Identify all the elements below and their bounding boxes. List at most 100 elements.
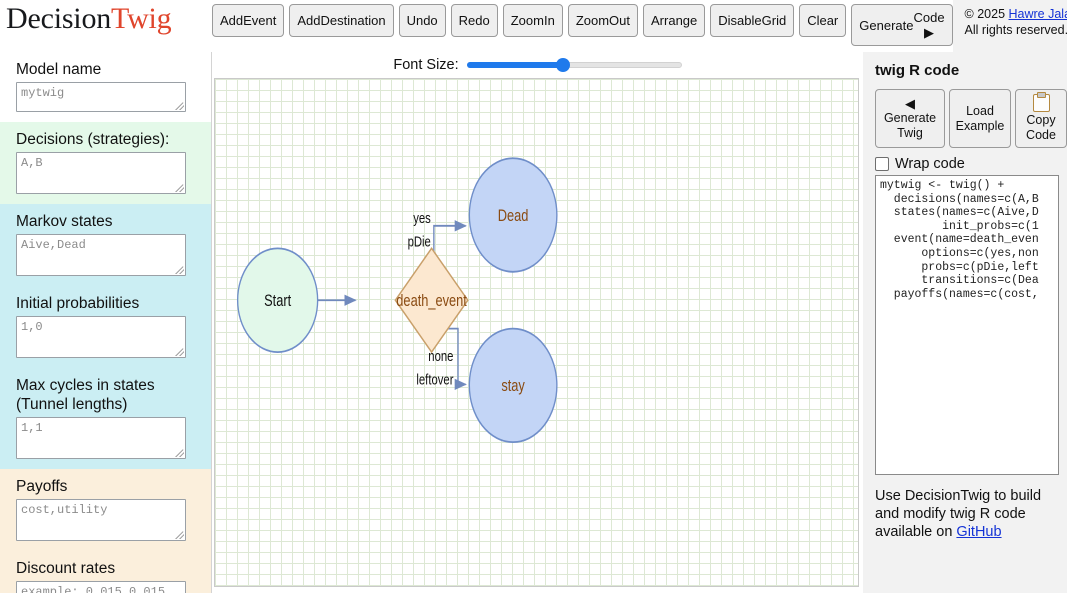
sidebar-section-max-cycles: Max cycles in states (Tunnel lengths) 1,1 [0,368,211,469]
code-panel-title: twig R code [875,62,960,79]
value-initial-probabilities: 1,0 [21,320,43,334]
sidebar-section-model-name: Model name mytwig [0,52,211,122]
undo-button[interactable]: Undo [398,4,446,37]
value-markov-states: Aive,Dead [21,238,86,252]
redo-button-line1: Redo [458,13,490,28]
copy-code-label-line1: Copy [1026,113,1056,127]
node-start-label: Start [264,293,292,311]
input-discount-rates[interactable]: example: 0.015,0.015 [16,581,186,593]
label-decisions: Decisions (strategies): [16,131,170,148]
clear-button-line1: Clear [807,13,839,28]
label-max-cycles: Max cycles in states (Tunnel lengths) [16,377,155,413]
sidebar-section-decisions: Decisions (strategies): A,B [0,122,211,204]
clipboard-icon [1032,92,1050,112]
add-event-button-line1: Add [220,13,244,28]
edge-label-none: none [428,347,453,364]
edge-label-pdie: pDie [408,233,431,250]
input-max-cycles[interactable]: 1,1 [16,417,186,459]
sidebar-section-initial-probabilities: Initial probabilities 1,0 [0,286,211,368]
zoom-in-button-line2: In [543,13,555,28]
load-example-label-line1: Load [966,103,994,118]
node-death-event[interactable]: death_event [394,247,469,354]
input-payoffs[interactable]: cost,utility [16,499,186,541]
wrap-code-row: Wrap code [875,156,1059,172]
canvas-column: Font Size: [212,52,863,593]
resize-handle-model-name[interactable] [175,101,184,110]
value-model-name: mytwig [21,86,65,100]
input-model-name[interactable]: mytwig [16,82,186,112]
redo-button[interactable]: Redo [450,4,498,37]
sidebar-section-discount-rates: Discount rates example: 0.015,0.015 [0,551,211,593]
arrange-button-line1: Arrange [651,13,698,28]
arrange-button[interactable]: Arrange [643,4,706,37]
logo-text-twig: Twig [111,2,172,35]
node-start[interactable]: Start [236,247,319,353]
resize-handle-payoffs[interactable] [175,530,184,539]
generate-code-button-line1: Generate [859,17,914,33]
generated-code-textarea[interactable]: mytwig <- twig() + decisions(names=c(A,B… [875,175,1059,475]
left-triangle-icon: ◀ [905,95,915,111]
diagram-svg: yes pDie none leftover Start [236,157,558,444]
label-initial-probabilities: Initial probabilities [16,295,140,312]
add-destination-button-line2: Destination [320,13,386,28]
generate-code-button-line2: Code ▶ [913,10,945,40]
node-dead[interactable]: Dead [468,157,558,273]
input-markov-states[interactable]: Aive,Dead [16,234,186,276]
resize-handle-decisions[interactable] [175,183,184,192]
resize-handle-markov-states[interactable] [175,265,184,274]
wrap-code-checkbox[interactable] [875,157,889,171]
copy-code-label-line2: Code [1026,128,1056,142]
label-markov-states: Markov states [16,213,113,230]
resize-handle-max-cycles[interactable] [175,448,184,457]
code-panel-buttons: ◀ Generate Twig Load Example Copy Code [875,89,1067,148]
input-initial-probabilities[interactable]: 1,0 [16,316,186,358]
github-link[interactable]: GitHub [956,524,1002,540]
label-discount-rates: Discount rates [16,560,116,577]
node-stay-label: stay [501,378,525,396]
font-size-slider[interactable] [466,58,682,72]
zoom-out-button-line1: Zoom [575,13,610,28]
code-panel: twig R code ◀ Generate Twig Load Example… [863,52,1067,593]
panel-footer-text: Use DecisionTwig to build and modify twi… [875,488,1042,540]
value-discount-rates: example: 0.015,0.015 [21,585,166,593]
generate-twig-label-line2: Twig [897,125,923,140]
value-max-cycles: 1,1 [21,421,43,435]
input-decisions[interactable]: A,B [16,152,186,194]
node-stay[interactable]: stay [468,327,558,444]
load-example-button[interactable]: Load Example [949,89,1011,148]
clear-button[interactable]: Clear [799,4,847,37]
load-example-label-line2: Example [955,118,1005,133]
diagram-canvas[interactable]: yes pDie none leftover Start [214,78,859,587]
generate-twig-button[interactable]: ◀ Generate Twig [875,89,945,148]
dash-lab-link[interactable]: Hawre Jalal, DASH Lab [1008,7,1067,21]
copy-code-button[interactable]: Copy Code [1015,89,1067,148]
add-destination-button-line1: Add [297,13,321,28]
slider-thumb[interactable] [556,58,571,72]
font-size-control: Font Size: [212,52,863,78]
edge-label-leftover: leftover [416,371,454,388]
undo-button-line1: Undo [406,13,438,28]
app-logo: DecisionTwig [6,2,212,36]
generate-twig-label-line1: Generate [883,110,937,125]
copyright-notice: © 2025 Hawre Jalal, DASH Lab. All rights… [952,0,1067,52]
copyright-prefix: © 2025 [964,7,1009,21]
edge-label-yes: yes [413,209,431,226]
node-dead-label: Dead [498,207,529,225]
add-event-button-line2: Event [243,13,277,28]
resize-handle-initial-probabilities[interactable] [175,347,184,356]
label-model-name: Model name [16,61,102,78]
logo-text-decision: Decision [6,2,112,35]
